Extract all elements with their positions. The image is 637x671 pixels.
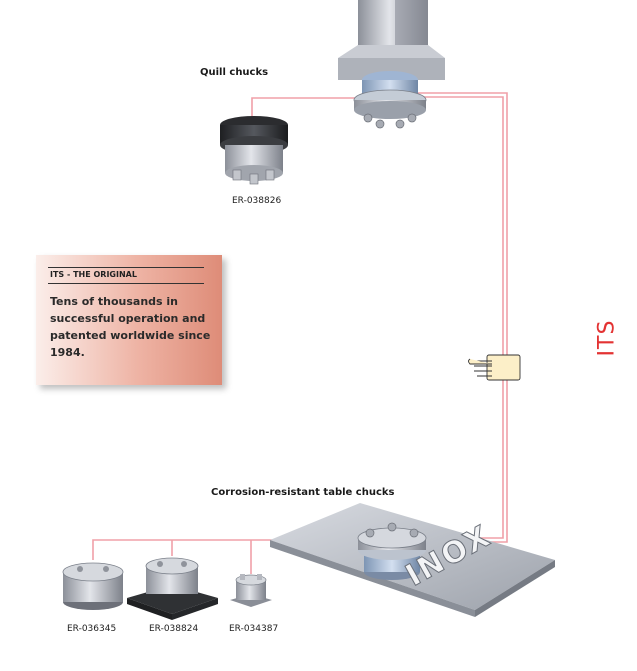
table-chucks-label: Corrosion-resistant table chucks <box>211 487 395 498</box>
info-box-text: Tens of thousands in successful operatio… <box>50 295 211 359</box>
quill-chuck-product <box>220 116 288 185</box>
table-chuck-product-2 <box>127 557 218 620</box>
quill-chucks-label: Quill chucks <box>200 67 269 78</box>
hand-pointer-icon <box>468 354 521 381</box>
spindle-column <box>338 0 445 80</box>
info-box: ITS - THE ORIGINAL Tens of thousands in … <box>36 255 222 385</box>
spindle-chuck <box>353 71 427 129</box>
table-chuck-on-plate <box>357 522 427 580</box>
table-chuck-product-3 <box>230 574 272 607</box>
part-number-table-2: ER-038824 <box>149 624 199 634</box>
info-box-bottom-rule <box>48 283 204 284</box>
info-box-top-rule <box>48 267 204 268</box>
info-box-heading: ITS - THE ORIGINAL <box>50 270 137 279</box>
part-number-table-3: ER-034387 <box>229 624 279 634</box>
side-label-its: ITS <box>594 319 620 357</box>
part-number-quill: ER-038826 <box>232 196 282 206</box>
part-number-table-1: ER-036345 <box>67 624 117 634</box>
table-chuck-product-1 <box>62 562 124 610</box>
